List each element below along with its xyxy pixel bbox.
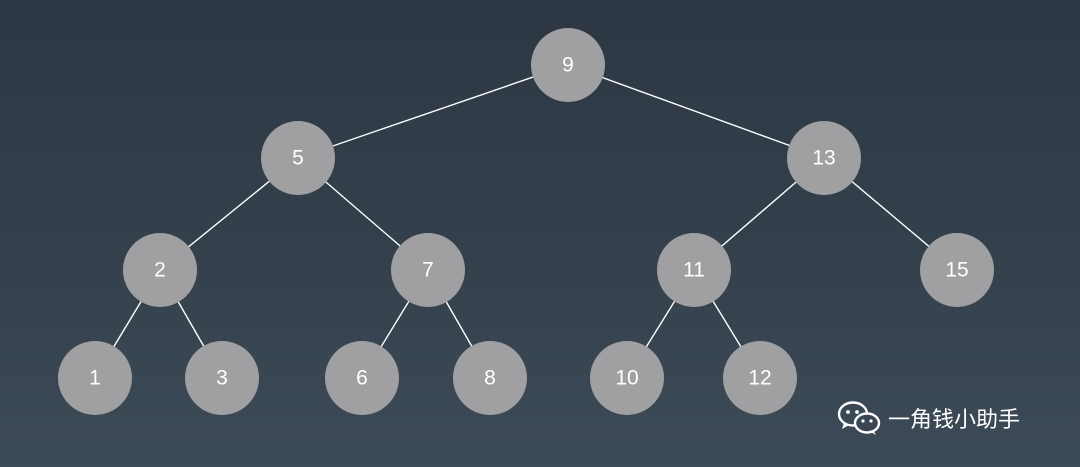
- node-circle: [123, 233, 197, 307]
- node-label: 15: [945, 259, 968, 282]
- node-circle: [391, 233, 465, 307]
- node-label: 7: [422, 259, 434, 282]
- node-circle: [185, 341, 259, 415]
- wechat-icon: [837, 401, 881, 435]
- edge-9-5: [297, 64, 569, 159]
- tree-node-6: 6: [325, 341, 399, 415]
- node-label: 12: [748, 367, 771, 390]
- node-label: 13: [812, 147, 835, 170]
- node-circle: [261, 121, 335, 195]
- node-circle: [590, 341, 664, 415]
- tree-node-2: 2: [123, 233, 197, 307]
- watermark-text: 一角钱小助手: [888, 408, 1021, 433]
- tree-node-15: 15: [920, 233, 994, 307]
- tree-node-9: 9: [531, 28, 605, 102]
- node-circle: [531, 28, 605, 102]
- node-circle: [325, 341, 399, 415]
- tree-node-1: 1: [58, 341, 132, 415]
- node-circle: [723, 341, 797, 415]
- node-label: 1: [89, 367, 101, 390]
- tree-node-7: 7: [391, 233, 465, 307]
- node-circle: [453, 341, 527, 415]
- edge-9-13: [567, 64, 825, 159]
- watermark: 一角钱小助手: [836, 398, 1020, 438]
- node-label: 2: [154, 259, 166, 282]
- tree-node-3: 3: [185, 341, 259, 415]
- node-label: 5: [292, 147, 304, 170]
- tree-node-10: 10: [590, 341, 664, 415]
- tree-node-13: 13: [787, 121, 861, 195]
- tree-node-12: 12: [723, 341, 797, 415]
- tree-edges: [94, 64, 958, 379]
- tree-node-11: 11: [657, 233, 731, 307]
- node-label: 8: [484, 367, 496, 390]
- tree-node-5: 5: [261, 121, 335, 195]
- node-label: 3: [216, 367, 228, 390]
- node-circle: [787, 121, 861, 195]
- node-circle: [58, 341, 132, 415]
- node-label: 6: [356, 367, 368, 390]
- node-label: 10: [615, 367, 638, 390]
- node-circle: [657, 233, 731, 307]
- node-label: 11: [683, 259, 705, 282]
- node-label: 9: [562, 54, 574, 77]
- tree-node-8: 8: [453, 341, 527, 415]
- node-circle: [920, 233, 994, 307]
